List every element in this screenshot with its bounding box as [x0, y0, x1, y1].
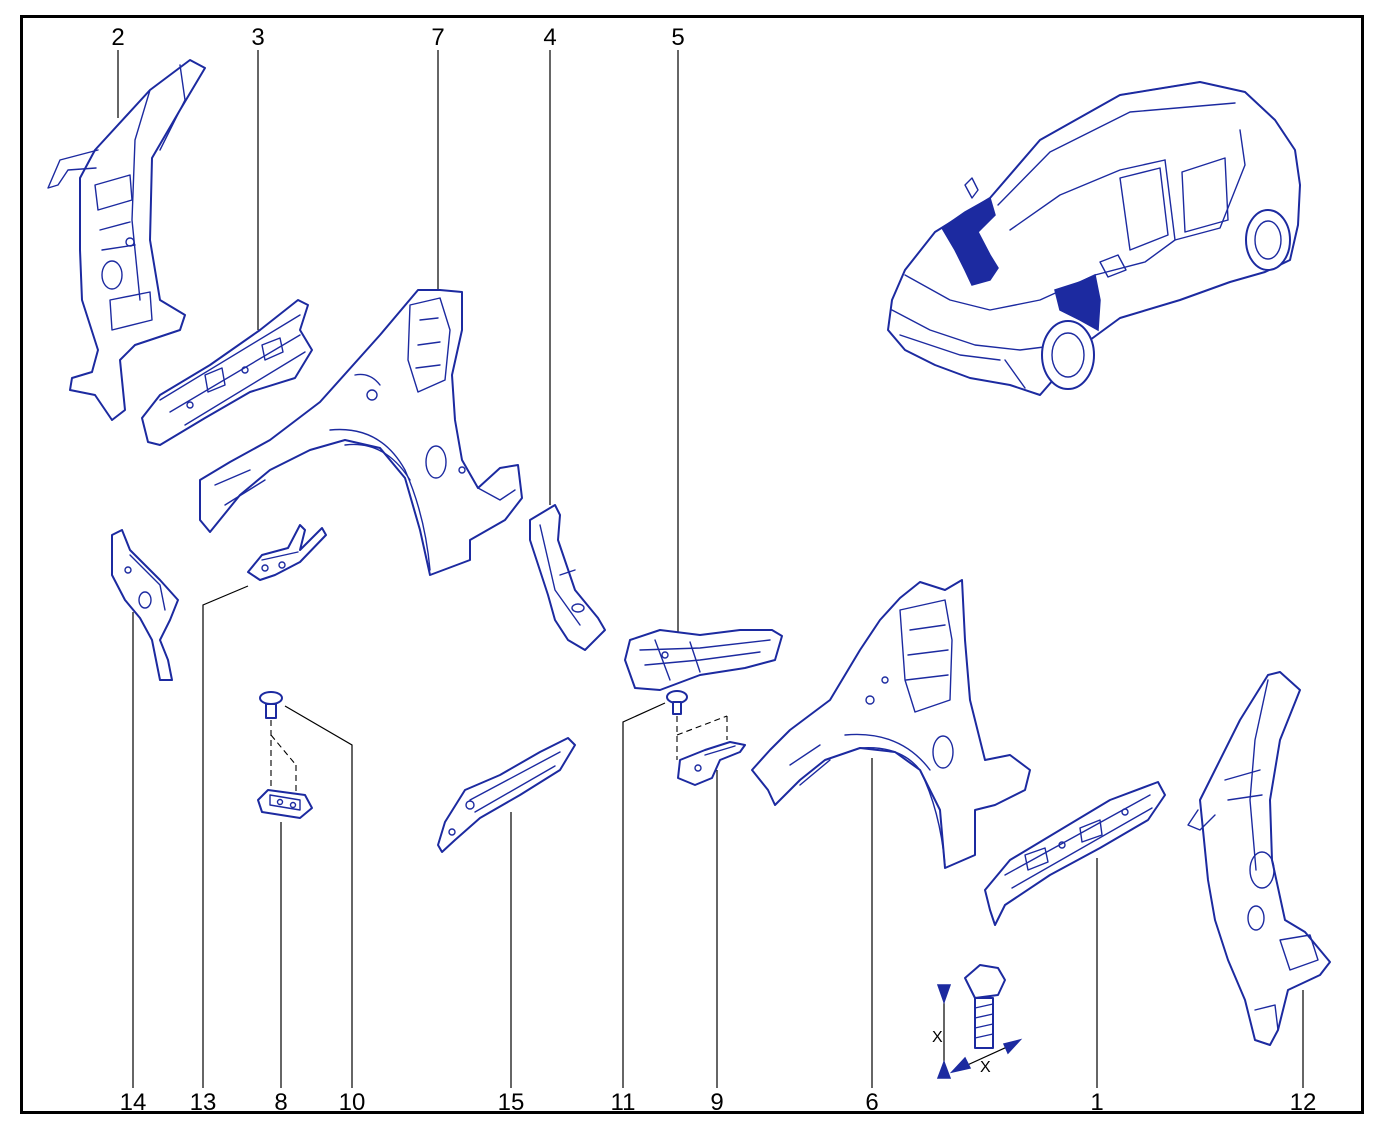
callout-12: 12 [1290, 1089, 1317, 1116]
part-12-front-pillar [1187, 671, 1331, 1046]
part-11-screw [666, 690, 728, 760]
callout-labels: 2 3 7 4 5 14 13 8 10 15 11 9 6 1 12 [111, 24, 1316, 1116]
part-2-front-pillar [47, 59, 206, 421]
part-6-wheel-apron-right [751, 579, 1031, 869]
part-8-clip-bracket [257, 789, 313, 819]
part-14-bracket [111, 529, 179, 681]
part-3-upper-rail [141, 299, 313, 446]
callout-8: 8 [274, 1089, 287, 1116]
part-9-bracket [677, 741, 746, 786]
callout-3: 3 [251, 24, 264, 51]
part-10-screw [259, 691, 297, 792]
callout-7: 7 [431, 24, 444, 51]
part-7-wheel-apron-left [199, 289, 523, 576]
callout-15: 15 [498, 1089, 525, 1116]
dimension-label-diagonal: X [980, 1059, 991, 1076]
diagram-frame [20, 15, 1364, 1114]
callout-4: 4 [543, 24, 556, 51]
part-5-member-extension [624, 629, 783, 691]
part-13-bracket [247, 524, 327, 581]
callout-1: 1 [1090, 1089, 1103, 1116]
callout-10: 10 [339, 1089, 366, 1116]
callout-13: 13 [190, 1089, 217, 1116]
part-4-reinforcement [529, 504, 606, 651]
dimension-label-vertical: X [932, 1029, 943, 1046]
bolt-dimension-icon: X X [932, 964, 1023, 1079]
callout-9: 9 [710, 1089, 723, 1116]
callout-14: 14 [120, 1089, 147, 1116]
callout-11: 11 [611, 1089, 636, 1116]
part-1-upper-rail [984, 781, 1166, 926]
callout-5: 5 [671, 24, 684, 51]
callout-2: 2 [111, 24, 124, 51]
part-15-lower-reinforcement [437, 737, 576, 853]
car-overview-icon [887, 81, 1301, 396]
callout-6: 6 [865, 1089, 878, 1116]
leader-lines [117, 50, 1304, 1088]
